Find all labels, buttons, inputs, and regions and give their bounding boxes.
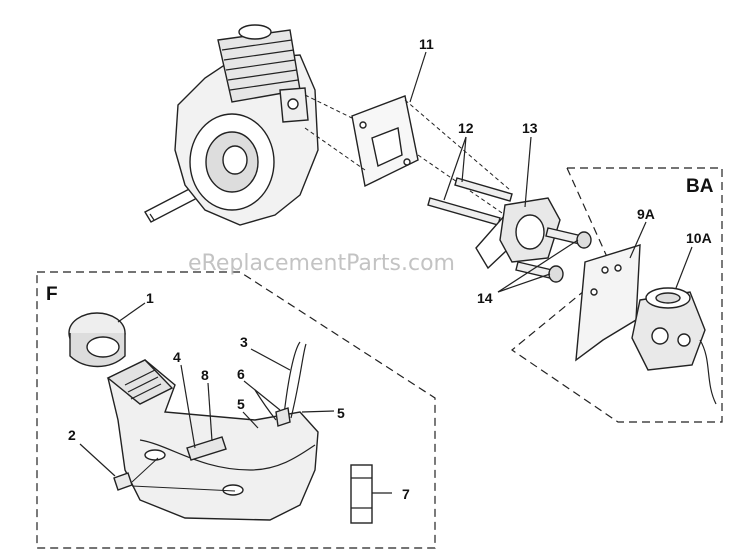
callout-1: 1 bbox=[146, 290, 154, 306]
callout-10a: 10A bbox=[686, 230, 712, 246]
group-label-f: F bbox=[46, 284, 58, 305]
tank-vent-part-6 bbox=[275, 407, 291, 427]
bolts-part-14 bbox=[515, 227, 592, 283]
callout-8: 8 bbox=[201, 367, 209, 383]
grommet-part-2 bbox=[113, 472, 133, 491]
engine-assembly bbox=[144, 24, 319, 226]
callout-7: 7 bbox=[402, 486, 410, 502]
callout-6: 6 bbox=[237, 366, 245, 382]
callout-2: 2 bbox=[68, 427, 76, 443]
callout-5-right: 5 bbox=[337, 405, 345, 421]
fuel-cap-part-1 bbox=[68, 312, 126, 368]
fuel-filter-part-8 bbox=[186, 436, 227, 461]
studs-part-12 bbox=[427, 177, 513, 226]
spacer-part-13 bbox=[475, 197, 561, 270]
gasket-part-11 bbox=[351, 95, 419, 188]
callout-12: 12 bbox=[458, 120, 474, 136]
carburetor-part-10a bbox=[631, 287, 717, 405]
callout-9a: 9A bbox=[637, 206, 655, 222]
hose-part-7 bbox=[350, 464, 373, 524]
plate-part-9a bbox=[575, 244, 641, 362]
callout-11: 11 bbox=[419, 36, 434, 52]
group-ba-outline bbox=[510, 167, 723, 423]
callout-14: 14 bbox=[477, 290, 493, 306]
group-label-ba: BA bbox=[686, 176, 714, 197]
fuel-lines-part-3-5 bbox=[254, 341, 307, 421]
watermark-text: eReplacementParts.com bbox=[188, 251, 455, 276]
callout-3: 3 bbox=[240, 334, 248, 350]
callout-4: 4 bbox=[173, 349, 181, 365]
group-f-outline bbox=[36, 271, 436, 549]
callout-13: 13 bbox=[522, 120, 538, 136]
callout-5-left: 5 bbox=[237, 396, 245, 412]
